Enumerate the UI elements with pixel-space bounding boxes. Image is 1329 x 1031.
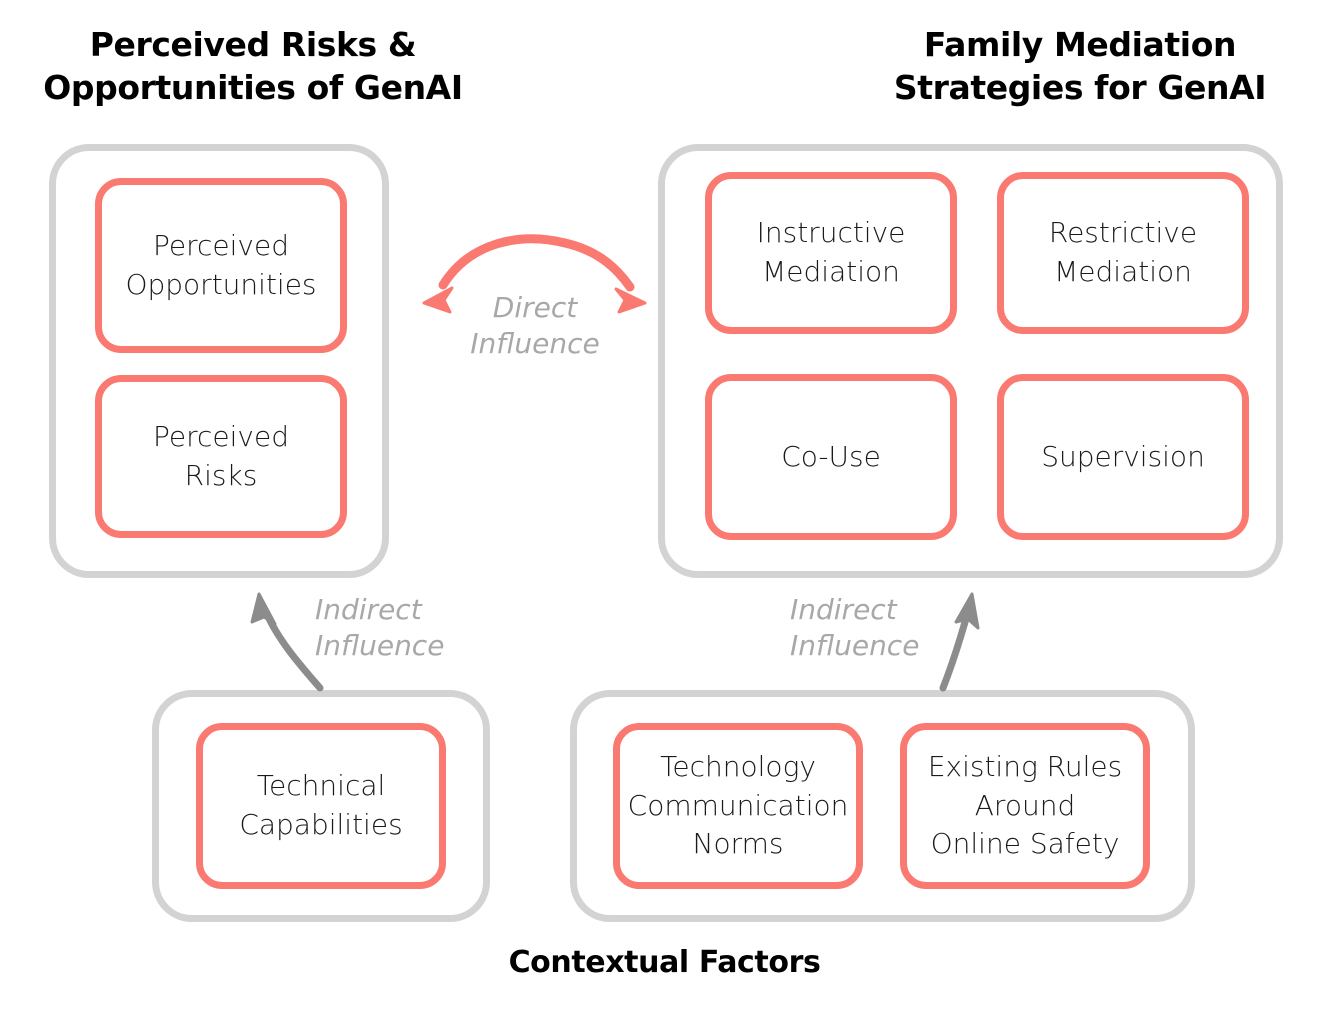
node-label: Co-Use — [781, 439, 881, 473]
edge-label-direct-influence: Direct Influence — [470, 291, 600, 360]
edge-label-indirect-influence-right: Indirect Influence — [790, 593, 920, 662]
node-label: Perceived Opportunities — [125, 228, 317, 301]
heading-perceived-risks-opportunities: Perceived Risks & Opportunities of GenAI — [43, 25, 463, 107]
node-technical-capabilities[interactable]: Technical Capabilities — [196, 723, 446, 889]
heading-family-mediation-strategies: Family Mediation Strategies for GenAI — [893, 25, 1267, 107]
node-co-use[interactable]: Co-Use — [705, 374, 957, 540]
node-restrictive-mediation[interactable]: Restrictive Mediation — [997, 172, 1249, 334]
node-perceived-risks[interactable]: Perceived Risks — [95, 375, 347, 538]
node-label: Restrictive Mediation — [1048, 216, 1198, 288]
arrowhead-right — [614, 287, 647, 314]
node-instructive-mediation[interactable]: Instructive Mediation — [705, 172, 957, 334]
node-label: Existing Rules Around Online Safety — [927, 750, 1123, 861]
node-label: Technology Communication Norms — [627, 750, 849, 861]
node-perceived-opportunities[interactable]: Perceived Opportunities — [95, 178, 347, 353]
indirect-influence-arrow-left — [250, 592, 324, 692]
heading-contextual-factors: Contextual Factors — [508, 945, 821, 980]
arrowhead-left — [422, 286, 454, 314]
arrowhead-up — [250, 592, 277, 626]
node-existing-rules-around-online-safety[interactable]: Existing Rules Around Online Safety — [900, 723, 1150, 889]
node-label: Instructive Mediation — [756, 216, 906, 288]
node-supervision[interactable]: Supervision — [997, 374, 1249, 540]
node-label: Supervision — [1041, 439, 1205, 473]
node-label: Perceived Risks — [153, 419, 289, 492]
node-technology-communication-norms[interactable]: Technology Communication Norms — [613, 723, 863, 889]
node-label: Technical Capabilities — [239, 769, 403, 841]
edge-label-indirect-influence-left: Indirect Influence — [315, 593, 445, 662]
